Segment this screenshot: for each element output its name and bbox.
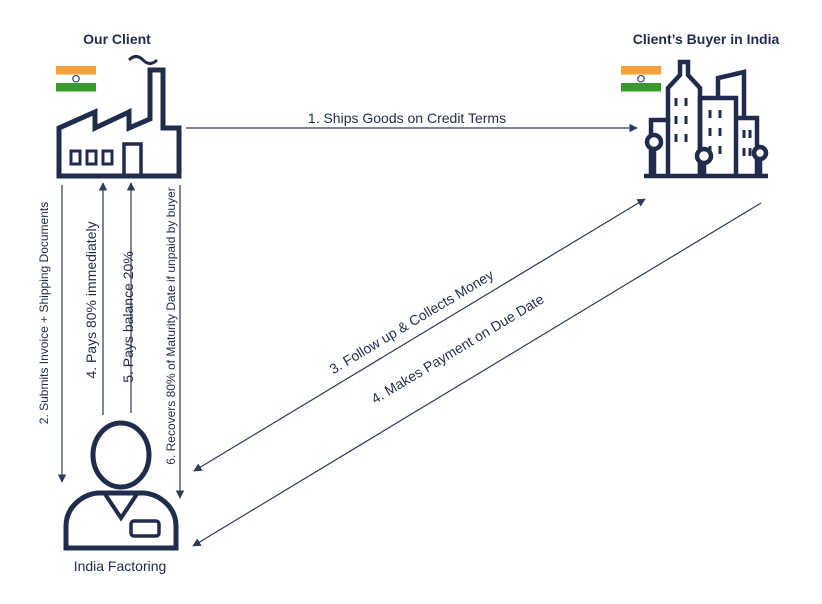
arrow-step-4-make [192,202,762,547]
india-flag-icon [621,66,661,92]
factory-icon [56,55,182,179]
india-flag-icon [56,66,96,92]
person-with-badge-icon [63,420,179,551]
arrow-step-3 [193,198,646,472]
step-6-label: 6. Recovers 80% of Maturity Date if unpa… [164,187,178,464]
step-5-label: 5. Pays balance 20% [120,251,136,383]
client-label: Our Client [83,31,151,47]
step-2-label: 2. Submits Invoice + Shipping Documents [37,202,51,424]
city-buildings-icon [644,59,769,179]
step-3-label: 3. Follow up & Collects Money [327,266,497,377]
step-4-pay-label: 4. Pays 80% immediately [83,221,99,378]
buyer-label: Client’s Buyer in India [633,31,780,47]
step-1-label: 1. Ships Goods on Credit Terms [308,110,506,126]
factor-label: India Factoring [74,558,167,574]
